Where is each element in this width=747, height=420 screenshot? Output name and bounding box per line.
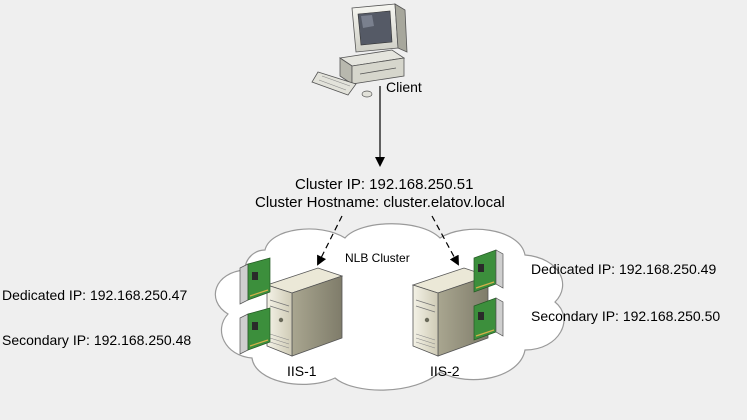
iis1-nic-dedicated-icon	[239, 257, 271, 305]
iis2-dedicated-ip-label: Dedicated IP: 192.168.250.49	[531, 261, 717, 277]
iis1-secondary-ip-label: Secondary IP: 192.168.250.48	[2, 332, 192, 348]
iis1-nic-secondary-icon	[239, 307, 271, 355]
iis2-name-label: IIS-2	[430, 363, 460, 379]
cluster-ip-label: Cluster IP: 192.168.250.51	[295, 176, 474, 193]
client-label: Client	[386, 79, 422, 95]
iis2-nic-dedicated-icon	[473, 249, 504, 293]
cluster-hostname-label: Cluster Hostname: cluster.elatov.local	[255, 194, 505, 211]
cluster-to-iis2-arrow	[431, 215, 459, 266]
iis1-name-label: IIS-1	[287, 363, 317, 379]
iis2-secondary-ip-label: Secondary IP: 192.168.250.50	[531, 308, 721, 324]
cluster-to-iis1-arrow	[317, 215, 343, 266]
iis1-dedicated-ip-label: Dedicated IP: 192.168.250.47	[2, 287, 188, 303]
client-computer-icon	[311, 3, 408, 98]
nlb-cluster-label: NLB Cluster	[345, 251, 410, 265]
iis2-nic-secondary-icon	[473, 297, 504, 341]
iis1-server-icon	[265, 267, 344, 357]
